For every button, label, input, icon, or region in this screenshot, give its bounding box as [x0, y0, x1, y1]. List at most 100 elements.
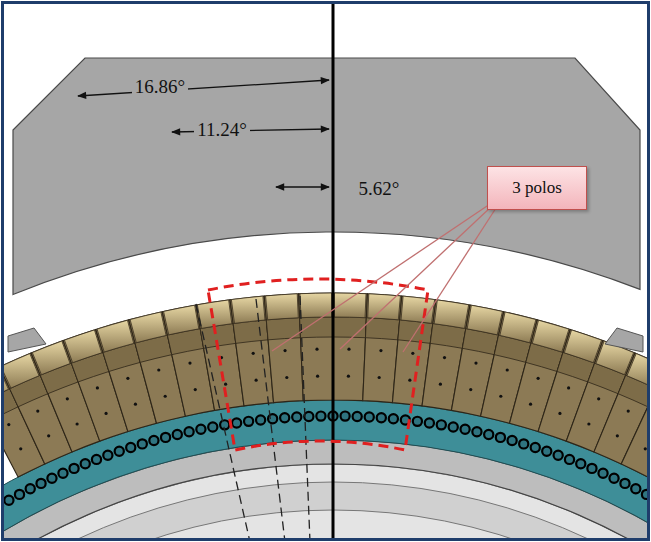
magnet — [130, 312, 166, 343]
pole-dot — [315, 348, 318, 351]
bolt-circle — [598, 469, 607, 478]
bolt-circle — [138, 439, 147, 448]
selection-outline — [208, 279, 428, 450]
bolt-circle — [554, 451, 563, 460]
pole-dot — [66, 397, 69, 400]
bolt-circle — [377, 413, 386, 422]
bolt-circle — [340, 412, 349, 421]
bolt-circle — [437, 420, 446, 429]
pole-body — [621, 367, 647, 477]
bolt-circle — [196, 425, 205, 434]
bolt-circle — [576, 459, 585, 468]
bolt-circle — [425, 418, 434, 427]
pole-dot — [558, 412, 561, 415]
bolt-circle — [631, 484, 640, 493]
dimension-arrow — [78, 80, 329, 96]
bolt-circle — [587, 464, 596, 473]
leader-line — [340, 206, 492, 349]
pole-dot — [506, 368, 509, 371]
pole-dot — [408, 379, 411, 382]
pole-body — [264, 294, 303, 403]
callout-text: 3 polos — [512, 178, 562, 198]
bolt-circle — [531, 443, 540, 452]
bolt-circle — [542, 447, 551, 456]
magnet — [500, 312, 536, 343]
angle-label: 16.86° — [132, 76, 188, 98]
pole-shoe — [266, 318, 300, 340]
magnet — [231, 296, 265, 323]
leader-line — [403, 208, 496, 352]
bolt-circle — [161, 433, 170, 442]
pole-dot — [378, 376, 381, 379]
bolt-circle — [519, 439, 528, 448]
pole-dot — [7, 423, 10, 426]
pole-block — [333, 293, 367, 401]
pole-dot — [19, 447, 22, 450]
magnet — [97, 320, 134, 352]
pole-body — [333, 293, 367, 401]
bolt-circle — [353, 412, 362, 421]
pole-shoe — [333, 317, 366, 338]
frame — [3, 3, 649, 540]
dimension-arrow — [276, 186, 329, 187]
bolt-circle — [173, 430, 182, 439]
magnet — [266, 294, 299, 320]
pole-dot — [499, 395, 502, 398]
bolt-circle — [15, 490, 24, 499]
bolt-circle — [413, 417, 422, 426]
bolt-circle — [642, 490, 647, 499]
angle-label: 11.24° — [194, 119, 250, 141]
stator-yoke — [13, 58, 640, 295]
pole-dot — [567, 386, 570, 389]
pole-dot — [644, 447, 647, 450]
pole-dot — [36, 409, 39, 412]
bolt-circle — [47, 474, 56, 483]
pole-dot — [104, 412, 107, 415]
bolt-circle — [103, 451, 112, 460]
pole-dot — [134, 403, 137, 406]
bolt-circle — [472, 427, 481, 436]
pole-dot — [597, 397, 600, 400]
center-line — [332, 4, 335, 538]
bolt-circle — [244, 417, 253, 426]
magnet — [164, 305, 199, 335]
callout-box: 3 polos — [487, 166, 587, 210]
bolt-circle — [304, 412, 313, 421]
bolt-circle — [389, 414, 398, 423]
bolt-circle — [620, 479, 629, 488]
side-block — [8, 328, 46, 352]
bolt-circle — [36, 479, 45, 488]
pole-dot — [252, 352, 255, 355]
bolt-circle — [565, 455, 574, 464]
bolt-circle — [292, 412, 301, 421]
pole-dot — [188, 361, 191, 364]
pole-dot — [224, 383, 227, 386]
pole-block — [264, 294, 303, 403]
angle-text: 16.86° — [135, 76, 185, 97]
pole-dot — [96, 386, 99, 389]
pole-shoe — [233, 320, 268, 343]
bolt-circle — [26, 484, 35, 493]
bolt-circle — [484, 430, 493, 439]
rotor-ring — [4, 293, 647, 538]
pole-dot — [76, 422, 79, 425]
bolt-circle — [232, 418, 241, 427]
bolt-circle — [460, 425, 469, 434]
leader-line — [272, 204, 490, 351]
angle-line — [256, 299, 285, 538]
pole-dot — [157, 368, 160, 371]
angle-line — [196, 304, 250, 538]
side-block — [605, 328, 643, 352]
pole-dot — [627, 409, 630, 412]
pole-dot — [47, 434, 50, 437]
magnet — [532, 320, 569, 352]
bolt-circle — [184, 427, 193, 436]
bolt-circle — [149, 436, 158, 445]
bolt-circle — [449, 422, 458, 431]
bolt-circle — [115, 447, 124, 456]
pole-dot — [347, 348, 350, 351]
pole-dot — [255, 379, 258, 382]
pole-dot — [283, 349, 286, 352]
illustration — [4, 4, 647, 538]
